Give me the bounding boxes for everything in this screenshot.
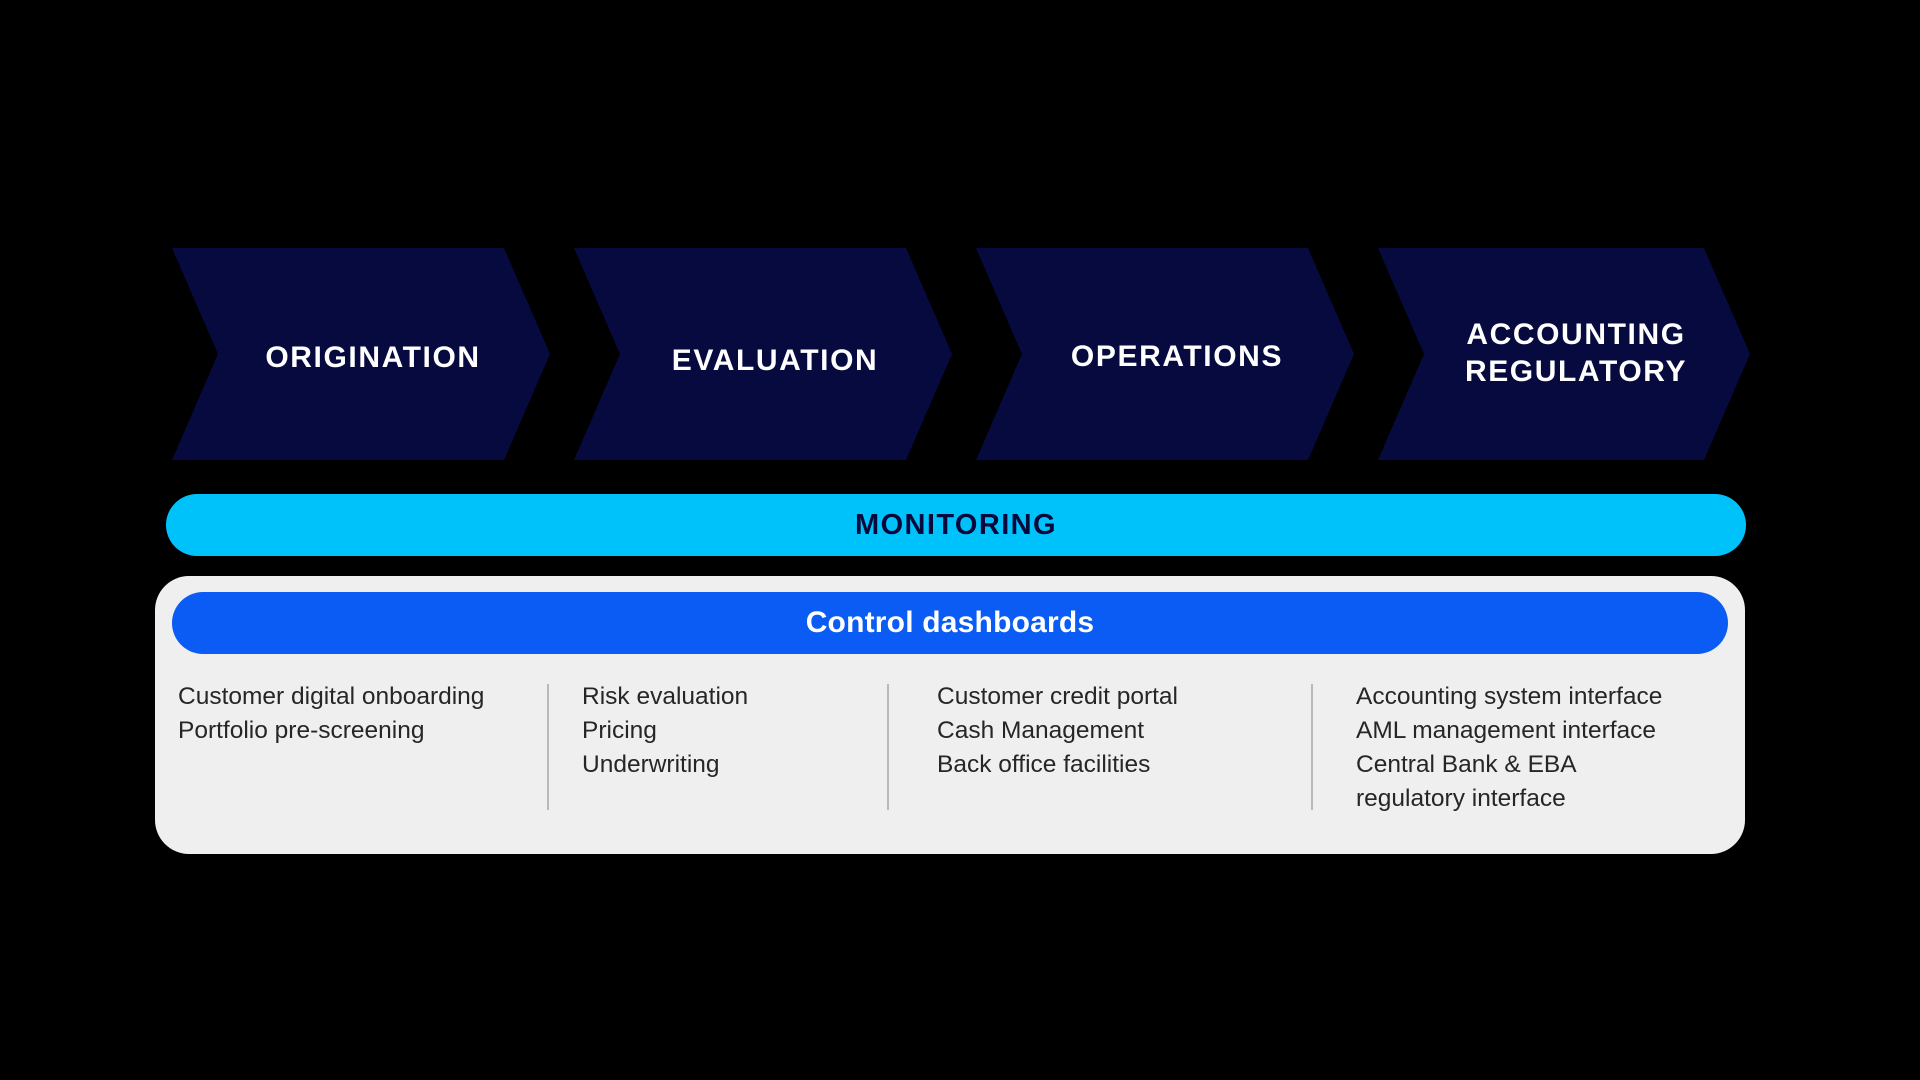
capability-column-evaluation: Risk evaluation Pricing Underwriting [547,680,887,810]
column-divider [547,684,549,810]
column-divider [1311,684,1313,810]
stage-label-origination: ORIGINATION [265,340,481,374]
capability-column-accounting-regulatory: Accounting system interface AML manageme… [1311,680,1745,816]
capability-item: Portfolio pre-screening [178,717,425,744]
capability-item: regulatory interface [1356,785,1566,812]
capability-item: Central Bank & EBA [1356,751,1577,778]
process-stage-row: ORIGINATION EVALUATION OPERATIONS ACCOUN… [0,248,1920,460]
stage-chevron-accounting-regulatory[interactable]: ACCOUNTING REGULATORY [1378,248,1750,460]
capability-column-operations: Customer credit portal Cash Management B… [887,680,1311,810]
stage-label-accounting-regulatory: ACCOUNTING REGULATORY [1464,318,1688,388]
stage-chevron-origination[interactable]: ORIGINATION [172,248,550,460]
monitoring-label: MONITORING [855,508,1057,541]
capability-item: Underwriting [582,751,720,778]
capability-item: Pricing [582,717,657,744]
control-dashboards-label: Control dashboards [805,606,1095,639]
stage-chevron-operations[interactable]: OPERATIONS [976,248,1354,460]
capability-item: AML management interface [1356,717,1657,744]
capability-item: Customer digital onboarding [178,683,485,710]
stage-label-operations: OPERATIONS [1070,339,1284,373]
column-divider [887,684,889,810]
capability-item: Risk evaluation [582,683,749,710]
capability-columns: Customer digital onboarding Portfolio pr… [155,680,1745,840]
capability-item: Cash Management [937,717,1145,744]
stage-chevron-evaluation[interactable]: EVALUATION [574,248,952,460]
stage-label-evaluation: EVALUATION [671,343,879,377]
monitoring-banner[interactable]: MONITORING [166,494,1746,556]
capability-item: Back office facilities [937,751,1151,778]
capability-item: Customer credit portal [937,683,1179,710]
control-dashboards-banner[interactable]: Control dashboards [172,592,1728,654]
capability-item: Accounting system interface [1356,683,1663,710]
capability-column-origination: Customer digital onboarding Portfolio pr… [155,680,547,748]
